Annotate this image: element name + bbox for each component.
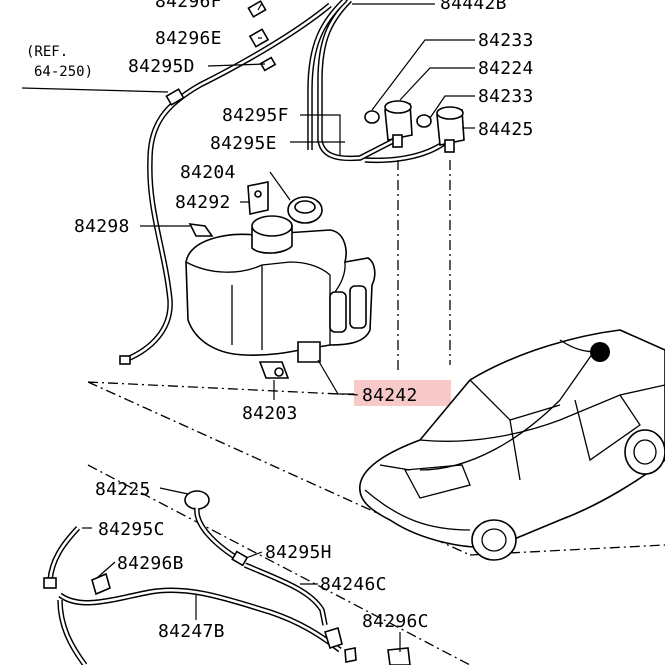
hose-84247B (57, 587, 342, 665)
label-84224[interactable]: 84224 (478, 58, 534, 79)
car-silhouette (359, 329, 665, 561)
assembly-boundary (87, 381, 665, 665)
label-84296B[interactable]: 84296B (117, 553, 184, 574)
label-84425[interactable]: 84425 (478, 119, 534, 140)
tank-84242 (185, 215, 376, 363)
hose-84295D (123, 2, 332, 363)
hose-84442B (307, 0, 450, 164)
lower-fitting (323, 626, 343, 650)
bolt-84203 (258, 361, 290, 379)
fitting-hose-end (119, 355, 131, 365)
label-84296E[interactable]: 84296E (155, 28, 222, 49)
joint-84295H (231, 550, 249, 567)
hose-84295C (47, 526, 81, 581)
clip-84296C (387, 647, 411, 665)
lower-fitting-2 (344, 647, 357, 663)
label-84242[interactable]: 84242 (362, 385, 418, 406)
label-84295H[interactable]: 84295H (265, 542, 332, 563)
fitting-ref-clip (165, 88, 185, 106)
label-84225[interactable]: 84225 (95, 479, 151, 500)
label-84295E[interactable]: 84295E (210, 133, 277, 154)
hose-84295H (194, 507, 242, 563)
label-84233-mid[interactable]: 84233 (478, 86, 534, 107)
label-84204[interactable]: 84204 (180, 162, 236, 183)
label-84295C[interactable]: 84295C (98, 519, 165, 540)
joint-84295C (43, 577, 57, 589)
label-84298[interactable]: 84298 (74, 216, 130, 237)
label-84246C[interactable]: 84246C (320, 574, 387, 595)
ref-line-1: (REF. (26, 44, 68, 60)
label-84295D[interactable]: 84295D (128, 56, 195, 77)
label-84233-top[interactable]: 84233 (478, 30, 534, 51)
pump-84425 (436, 106, 465, 153)
grommet-84233-a (364, 110, 380, 124)
label-84203[interactable]: 84203 (242, 403, 298, 424)
label-84296F[interactable]: 84296F (155, 0, 222, 12)
fitting-84295D (259, 56, 277, 72)
label-84295F[interactable]: 84295F (222, 105, 289, 126)
label-84442B[interactable]: 84442B (440, 0, 507, 14)
highlight-84242 (354, 380, 451, 406)
hose-84246C (243, 562, 328, 626)
label-84292[interactable]: 84292 (175, 192, 231, 213)
pump-install-lines (397, 160, 451, 370)
bracket-84292 (247, 181, 269, 215)
pump-84224 (384, 100, 413, 148)
nozzle-84225 (184, 490, 210, 510)
cap-84204 (287, 196, 323, 224)
grommet-84233-b (416, 114, 432, 128)
leader-lines (21, 2, 475, 652)
clip-84296B (91, 572, 111, 596)
fitting-84296F (247, 0, 267, 18)
label-84247B[interactable]: 84247B (158, 621, 225, 642)
valve-84298 (188, 223, 214, 237)
ref-line-2: 64-250) (34, 64, 93, 80)
label-84296C[interactable]: 84296C (362, 611, 429, 632)
